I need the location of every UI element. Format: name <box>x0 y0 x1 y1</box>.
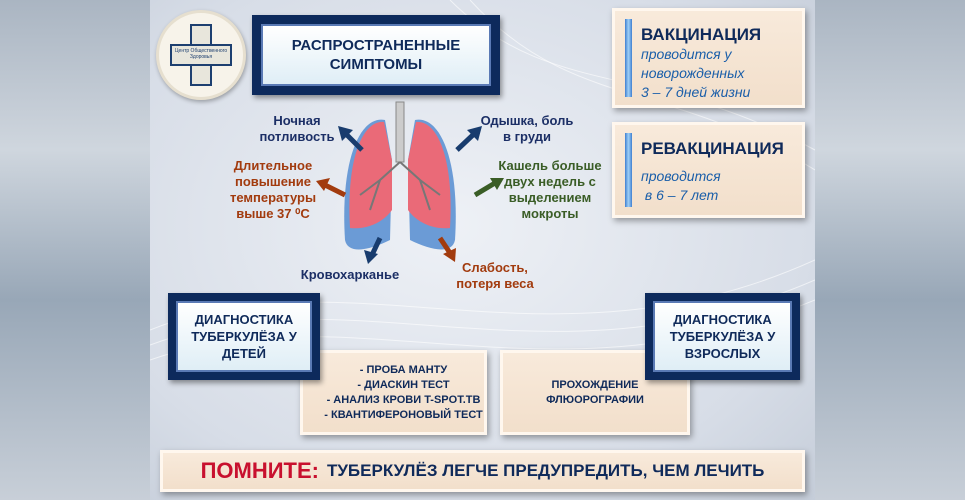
revaccination-line: в 6 – 7 лет <box>641 187 719 203</box>
blurred-background-left <box>0 0 150 500</box>
vaccination-line: новорожденных <box>641 65 745 81</box>
symptom-night-sweats: Ночная потливость <box>259 113 335 144</box>
title-line-2: СИМПТОМЫ <box>329 56 423 73</box>
diagnostics-adults-box: ДИАГНОСТИКА ТУБЕРКУЛЁЗА У ВЗРОСЛЫХ <box>645 293 800 380</box>
vaccination-line: 3 – 7 дней жизни <box>641 84 751 100</box>
revaccination-title: РЕВАКЦИНАЦИЯ <box>641 139 784 158</box>
children-tests-box: - ПРОБА МАНТУ - ДИАСКИН ТЕСТ - АНАЛИЗ КР… <box>300 350 487 435</box>
diagnostics-children-box: ДИАГНОСТИКА ТУБЕРКУЛЁЗА У ДЕТЕЙ <box>168 293 320 380</box>
revaccination-box: РЕВАКЦИНАЦИЯ проводится в 6 – 7 лет <box>612 122 805 218</box>
blurred-background-right <box>815 0 965 500</box>
logo: Центр Общественного Здоровья <box>156 10 246 100</box>
logo-text: Центр Общественного Здоровья <box>174 48 228 60</box>
slide: Центр Общественного Здоровья РАСПРОСТРАН… <box>150 0 815 500</box>
banner-label: ПОМНИТЕ: <box>200 458 319 483</box>
vaccination-line: проводится у <box>641 46 732 62</box>
vaccination-box: ВАКЦИНАЦИЯ проводится у новорожденных 3 … <box>612 8 805 108</box>
title-line-1: РАСПРОСТРАНЕННЫЕ <box>291 37 461 54</box>
vaccination-title: ВАКЦИНАЦИЯ <box>641 25 762 44</box>
symptom-hemoptysis: Кровохарканье <box>300 267 400 282</box>
test-item: - АНАЛИЗ КРОВИ T-SPOT.TB <box>326 393 481 406</box>
fluorography-text: ПРОХОЖДЕНИЕ ФЛЮОРОГРАФИИ <box>546 378 644 406</box>
reminder-banner: ПОМНИТЕ: ТУБЕРКУЛЁЗ ЛЕГЧЕ ПРЕДУПРЕДИТЬ, … <box>160 450 805 492</box>
symptom-arrows <box>316 126 504 264</box>
cross-icon: Центр Общественного Здоровья <box>170 24 232 86</box>
accent-bar <box>625 133 632 207</box>
symptom-weakness: Слабость,потеря веса <box>456 260 534 291</box>
title-box: РАСПРОСТРАНЕННЫЕ СИМПТОМЫ <box>252 15 500 95</box>
diagnostics-children-title: ДИАГНОСТИКА ТУБЕРКУЛЁЗА У ДЕТЕЙ <box>176 301 312 372</box>
test-item: - ДИАСКИН ТЕСТ <box>357 378 450 391</box>
revaccination-line: проводится <box>641 168 721 184</box>
test-item: - ПРОБА МАНТУ <box>359 363 448 376</box>
accent-bar <box>625 19 632 97</box>
test-item: - КВАНТИФЕРОНОВЫЙ ТЕСТ <box>324 408 483 421</box>
diagnostics-adults-title: ДИАГНОСТИКА ТУБЕРКУЛЁЗА У ВЗРОСЛЫХ <box>653 301 792 372</box>
banner-text: ТУБЕРКУЛЁЗ ЛЕГЧЕ ПРЕДУПРЕДИТЬ, ЧЕМ ЛЕЧИТ… <box>326 461 765 480</box>
